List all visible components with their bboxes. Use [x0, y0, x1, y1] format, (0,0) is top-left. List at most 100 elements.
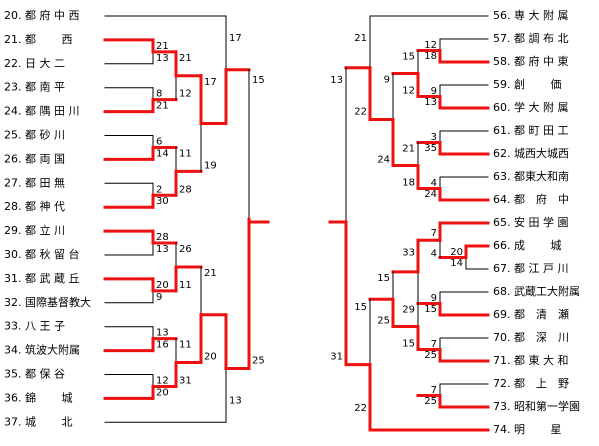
team-label: 57. 都 調 布 北: [493, 31, 568, 45]
score-label: 18: [402, 178, 415, 189]
score-label: 29: [402, 305, 415, 316]
team-label: 58. 都 府 中 東: [493, 54, 568, 68]
team-label: 22. 日 大 二: [4, 56, 65, 70]
score-label: 4: [431, 178, 437, 189]
score-label: 30: [156, 196, 169, 207]
score-label: 28: [156, 232, 169, 243]
bracket-lines: [103, 15, 490, 432]
score-label: 15: [354, 302, 367, 313]
score-label: 13: [156, 53, 169, 64]
score-label: 15: [402, 339, 415, 350]
score-label: 22: [354, 403, 367, 414]
score-label: 4: [431, 249, 437, 260]
score-label: 20: [156, 387, 169, 398]
score-label: 15: [402, 52, 415, 63]
score-label: 14: [156, 148, 169, 159]
score-label: 7: [431, 228, 437, 239]
score-label: 25: [377, 316, 390, 327]
score-label: 12: [179, 89, 192, 100]
team-label: 28. 都 神 代: [4, 199, 65, 213]
score-label: 9: [431, 86, 437, 97]
score-label: 12: [402, 86, 415, 97]
team-label: 73. 昭和第一学園: [493, 399, 580, 413]
team-label: 70. 都 深 川: [493, 331, 569, 344]
team-label: 61. 都 町 田 工: [493, 124, 568, 137]
score-label: 26: [179, 244, 192, 255]
score-label: 14: [450, 258, 463, 269]
score-label: 18: [424, 51, 437, 62]
score-label: 12: [424, 40, 437, 51]
score-label: 24: [424, 189, 437, 200]
score-label: 15: [424, 304, 437, 315]
team-label: 59. 創 価: [493, 77, 562, 91]
score-label: 6: [156, 137, 162, 148]
team-label: 71. 都 東 大 和: [493, 353, 568, 367]
score-label: 13: [330, 75, 343, 86]
score-label: 20: [156, 280, 169, 291]
score-label: 13: [156, 244, 169, 255]
score-label: 9: [156, 292, 162, 303]
team-label: 32. 国際基督教大: [4, 295, 91, 309]
score-label: 31: [179, 375, 192, 386]
team-label: 74. 明 星: [493, 423, 562, 436]
score-label: 19: [204, 160, 217, 171]
team-label: 62. 城西大城西: [493, 146, 569, 160]
team-label: 27. 都 田 無: [4, 175, 65, 189]
score-label: 15: [252, 75, 265, 86]
score-label: 16: [156, 340, 169, 351]
score-label: 11: [179, 280, 192, 291]
team-label: 35. 都 保 谷: [4, 367, 65, 381]
team-label: 56. 専 大 附 属: [493, 8, 568, 22]
team-label: 72. 都 上 野: [493, 377, 569, 390]
score-label: 17: [229, 33, 242, 44]
team-label: 67. 都 江 戸 川: [493, 262, 568, 275]
score-label: 13: [424, 97, 437, 108]
score-label: 9: [384, 75, 390, 86]
score-label: 12: [156, 376, 169, 387]
score-label: 21: [204, 268, 217, 279]
team-label: 63. 都東大和南: [493, 169, 569, 183]
score-label: 8: [156, 89, 162, 100]
team-label: 20. 都 府 中 西: [4, 8, 79, 22]
score-label: 17: [204, 77, 217, 88]
score-label: 25: [252, 356, 265, 367]
score-label: 28: [179, 184, 192, 195]
score-label: 31: [330, 352, 343, 363]
team-label: 65. 安 田 学 園: [493, 215, 568, 229]
score-label: 21: [156, 41, 169, 52]
team-label: 64. 都 府 中: [493, 192, 569, 206]
score-label: 21: [156, 101, 169, 112]
team-label: 69. 都 清 瀬: [493, 307, 569, 321]
score-label: 11: [179, 340, 192, 351]
score-label: 25: [424, 396, 437, 407]
score-label: 3: [431, 132, 437, 143]
score-label: 21: [354, 33, 367, 44]
score-label: 9: [431, 293, 437, 304]
score-label: 22: [354, 107, 367, 118]
team-label: 23. 都 南 平: [4, 81, 65, 94]
score-label: 21: [402, 144, 415, 155]
score-label: 33: [402, 247, 415, 258]
score-label: 20: [204, 352, 217, 363]
bracket-labels: 20. 都 府 中 西 21. 都 西 22. 日 大 二 23. 都 南 平 24. …: [4, 8, 580, 436]
score-label: 13: [229, 395, 242, 406]
score-label: 7: [431, 339, 437, 350]
score-label: 11: [179, 148, 192, 159]
score-label: 35: [424, 143, 437, 154]
team-label: 24. 都 隅 田 川: [4, 105, 79, 118]
score-label: 2: [156, 184, 162, 195]
team-label: 31. 都 武 蔵 丘: [4, 272, 79, 285]
team-label: 25. 都 砂 川: [4, 129, 65, 142]
team-label: 21. 都 西: [4, 33, 73, 46]
team-label: 60. 学 大 附 属: [493, 100, 568, 114]
team-label: 29. 都 立 川: [4, 223, 65, 237]
team-label: 68. 武蔵工大附属: [493, 284, 580, 298]
score-label: 7: [431, 385, 437, 396]
score-label: 24: [377, 155, 390, 166]
team-label: 36. 錦 城: [4, 390, 73, 404]
team-label: 26. 都 両 国: [4, 152, 65, 165]
score-label: 25: [424, 350, 437, 361]
score-label: 15: [377, 273, 390, 284]
